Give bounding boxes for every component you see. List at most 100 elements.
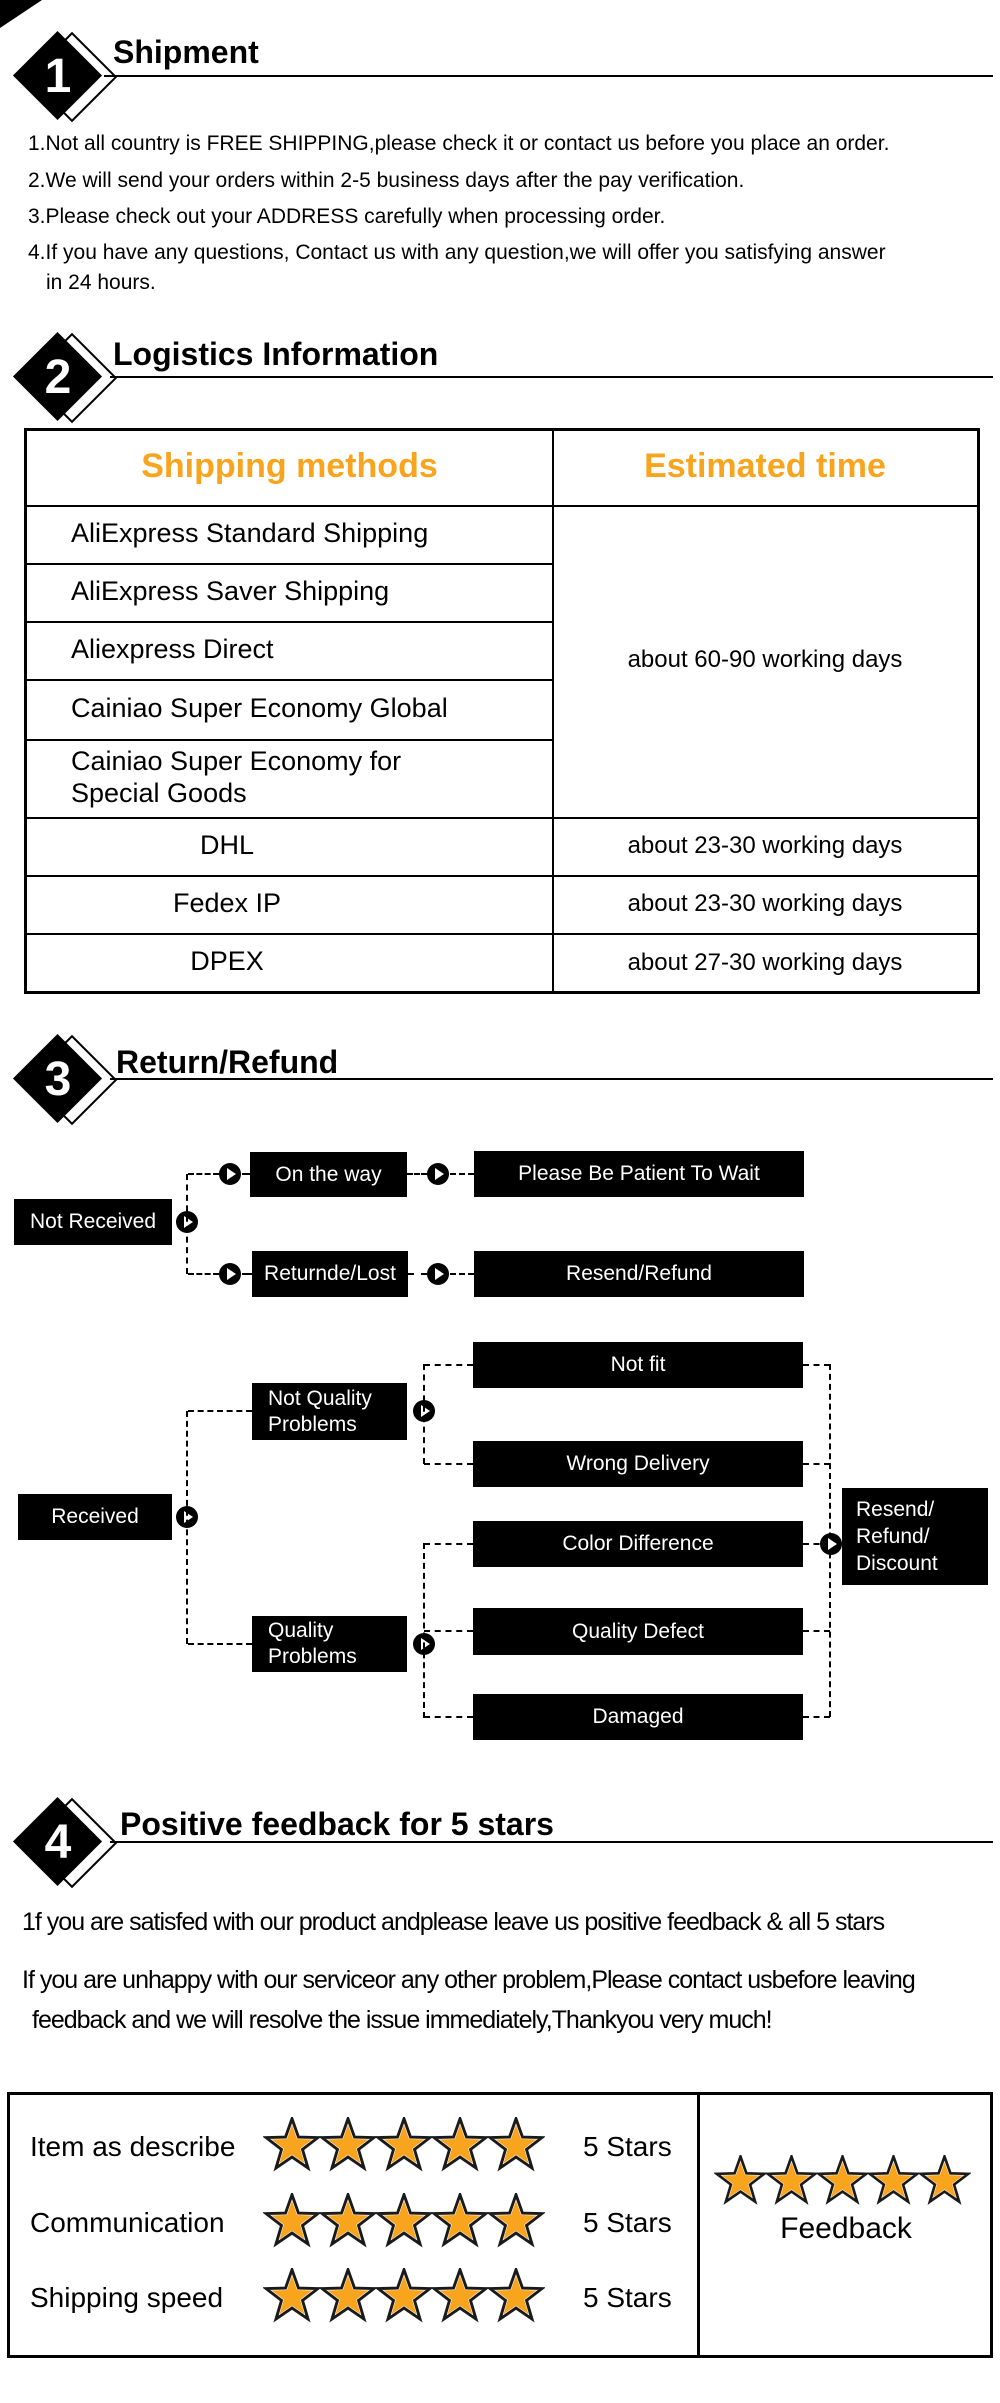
flow-node-not-quality-problems: Not Quality Problems [252, 1383, 407, 1440]
column-header-shipping-methods: Shipping methods [141, 447, 438, 485]
star-icon [375, 2268, 433, 2323]
rating-value: 5 Stars [583, 2207, 672, 2238]
time-cell: about 23-30 working days [627, 890, 903, 917]
outcome-line: Resend/ [856, 1498, 935, 1521]
star-icon [487, 2193, 545, 2248]
flow-node-color-difference: Color Difference [473, 1521, 803, 1567]
section-3-title: Return/Refund [116, 1044, 339, 1080]
star-icon [319, 2117, 377, 2172]
feedback-stars-row [714, 2155, 971, 2208]
flow-connector [803, 1463, 830, 1465]
flow-connector [424, 1716, 473, 1718]
column-header-estimated-time: Estimated time [644, 447, 886, 485]
method-cell: DHL [199, 830, 254, 860]
rating-stars-row [263, 2193, 545, 2251]
flow-connector [188, 1410, 252, 1412]
method-cell: AliExpress Standard Shipping [71, 518, 429, 548]
table-column-divider [552, 431, 554, 991]
feedback-paragraph: feedback and we will resolve the issue i… [32, 2006, 773, 2034]
flow-node-returned-lost: Returnde/Lost [252, 1251, 408, 1297]
flow-connector [407, 1173, 427, 1175]
star-icon [375, 2193, 433, 2248]
flow-connector [803, 1630, 830, 1632]
flow-connector [188, 1173, 219, 1175]
section-3-rule [110, 1078, 993, 1080]
flow-connector [424, 1364, 473, 1366]
flow-connector [450, 1173, 474, 1175]
section-2-number: 2 [44, 350, 72, 404]
time-cell-merged: about 60-90 working days [627, 646, 903, 673]
rating-label: Shipping speed [30, 2282, 224, 2313]
method-cell: Cainiao Super Economy for Special Goods [71, 746, 402, 808]
flow-node-received: Received [18, 1494, 172, 1540]
rating-label: Item as describe [30, 2131, 236, 2162]
star-icon [263, 2268, 321, 2323]
feedback-paragraph: If you are unhappy with our serviceor an… [22, 1966, 916, 1994]
star-icon [319, 2268, 377, 2323]
section-1-diamond: 1 [12, 30, 118, 123]
flow-connector [803, 1364, 830, 1366]
rating-value: 5 Stars [583, 2131, 672, 2162]
method-cell: AliExpress Saver Shipping [71, 576, 390, 606]
shipment-note-continuation: in 24 hours. [46, 271, 156, 294]
flow-connector [803, 1543, 830, 1545]
flow-arrow-icon [427, 1163, 449, 1185]
flow-arrow-icon [427, 1263, 449, 1285]
section-1-number: 1 [44, 49, 72, 103]
star-icon [431, 2193, 489, 2248]
flow-connector [803, 1716, 830, 1718]
star-icon [319, 2193, 377, 2248]
flow-node-not-received: Not Received [14, 1199, 172, 1245]
star-icon [487, 2268, 545, 2323]
section-4-title: Positive feedback for 5 stars [120, 1806, 554, 1842]
shipment-note: 3.Please check out your ADDRESS carefull… [28, 205, 666, 228]
section-1-title: Shipment [113, 34, 259, 70]
flow-node-wrong-delivery: Wrong Delivery [473, 1441, 803, 1487]
method-cell: Aliexpress Direct [71, 634, 274, 664]
flow-connector [186, 1174, 188, 1274]
rating-stars-row [263, 2117, 545, 2175]
method-cell: Fedex IP [172, 888, 282, 918]
flow-arrow-icon [219, 1263, 241, 1285]
table-row-line [27, 817, 977, 819]
star-icon [431, 2268, 489, 2323]
shipment-note: 4.If you have any questions, Contact us … [28, 241, 886, 264]
shipment-note: 1.Not all country is FREE SHIPPING,pleas… [28, 132, 890, 155]
section-2-rule [110, 376, 993, 378]
flow-connector [188, 1273, 219, 1275]
section-4-diamond: 4 [12, 1796, 118, 1889]
corner-triangle-decoration [0, 0, 42, 28]
flow-connector [424, 1543, 473, 1545]
flow-connector [408, 1273, 427, 1275]
flow-arrow-icon [219, 1163, 241, 1185]
star-icon [816, 2155, 869, 2205]
feedback-table-divider [697, 2095, 700, 2355]
flow-connector [424, 1463, 473, 1465]
star-icon [431, 2117, 489, 2172]
section-3-number: 3 [44, 1052, 72, 1106]
method-cell: Cainiao Super Economy Global [71, 693, 448, 723]
flow-connector [242, 1173, 250, 1175]
table-row-line [27, 875, 977, 877]
feedback-table [7, 2092, 993, 2358]
section-3-diamond: 3 [12, 1033, 118, 1126]
outcome-line: Discount [856, 1552, 938, 1575]
star-icon [714, 2155, 767, 2205]
flow-connector [424, 1630, 473, 1632]
flow-node-resend-refund-discount: Resend/ Refund/ Discount [842, 1488, 988, 1585]
section-2-title: Logistics Information [113, 336, 439, 372]
star-icon [263, 2193, 321, 2248]
flow-connector [450, 1273, 474, 1275]
flow-node-damaged: Damaged [473, 1694, 803, 1740]
table-row-line [27, 933, 977, 935]
flow-connector [423, 1364, 425, 1464]
flow-connector [186, 1411, 188, 1644]
rating-stars-row [263, 2268, 545, 2326]
star-icon [375, 2117, 433, 2172]
table-row-line [27, 739, 552, 741]
flow-node-resend-refund: Resend/Refund [474, 1251, 804, 1297]
flow-arrow-icon [820, 1533, 842, 1555]
feedback-summary-label: Feedback [780, 2212, 912, 2245]
shipment-note: 2.We will send your orders within 2-5 bu… [28, 169, 745, 192]
